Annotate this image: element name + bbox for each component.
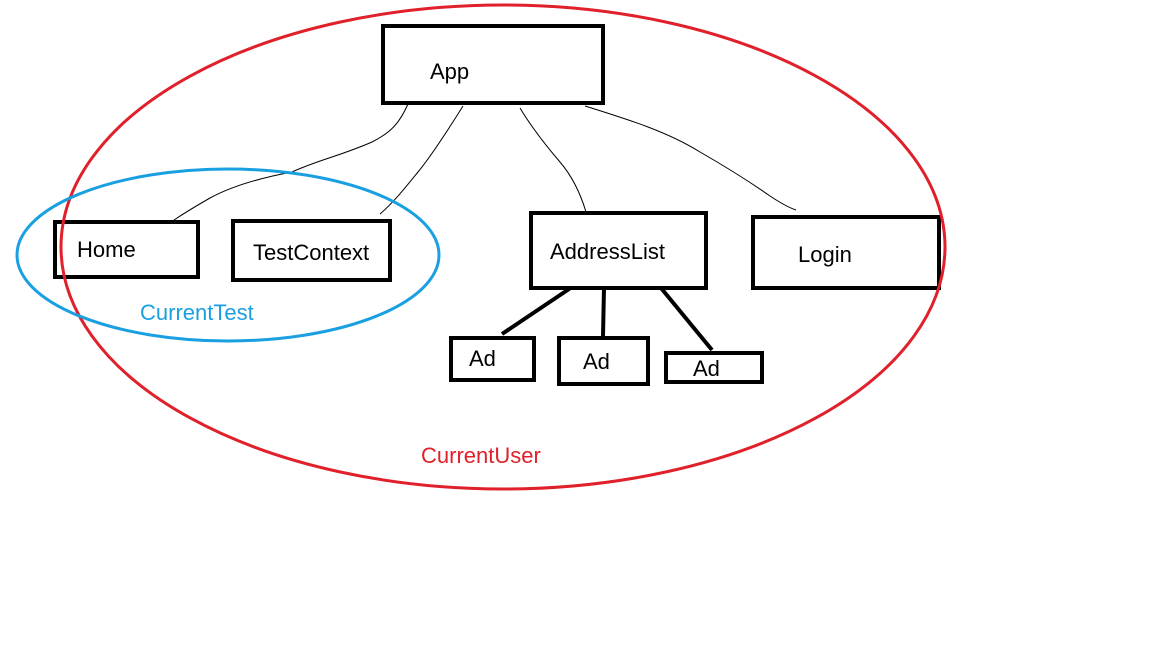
node-address-list-label: AddressList (550, 239, 665, 264)
node-address-list: AddressList (529, 211, 708, 290)
node-login: Login (751, 215, 941, 290)
node-ad-2-label: Ad (583, 349, 610, 374)
current-test-region (15, 167, 441, 343)
node-home-label: Home (77, 237, 136, 262)
node-login-label: Login (798, 242, 852, 267)
link-app-testcontext (379, 105, 464, 215)
current-test-label: CurrentTest (140, 300, 254, 325)
link-app-home (173, 103, 409, 221)
current-user-label: CurrentUser (421, 443, 541, 468)
link-app-login (584, 105, 797, 211)
node-test-context: TestContext (231, 219, 392, 282)
link-addresslist-ad-3 (659, 286, 714, 352)
node-ad-3-label: Ad (693, 356, 720, 381)
link-app-addresslist (519, 107, 587, 213)
node-app-label: App (430, 59, 469, 84)
node-ad-3: Ad (664, 351, 764, 384)
node-ad-1: Ad (449, 336, 536, 382)
current-user-region (59, 3, 947, 491)
node-ad-1-label: Ad (469, 346, 496, 371)
node-ad-2: Ad (557, 336, 650, 386)
link-addresslist-ad-2 (601, 287, 606, 337)
link-addresslist-ad-1 (500, 283, 577, 336)
node-test-context-label: TestContext (253, 240, 369, 265)
node-app: App (381, 24, 605, 105)
node-home: Home (53, 220, 200, 279)
